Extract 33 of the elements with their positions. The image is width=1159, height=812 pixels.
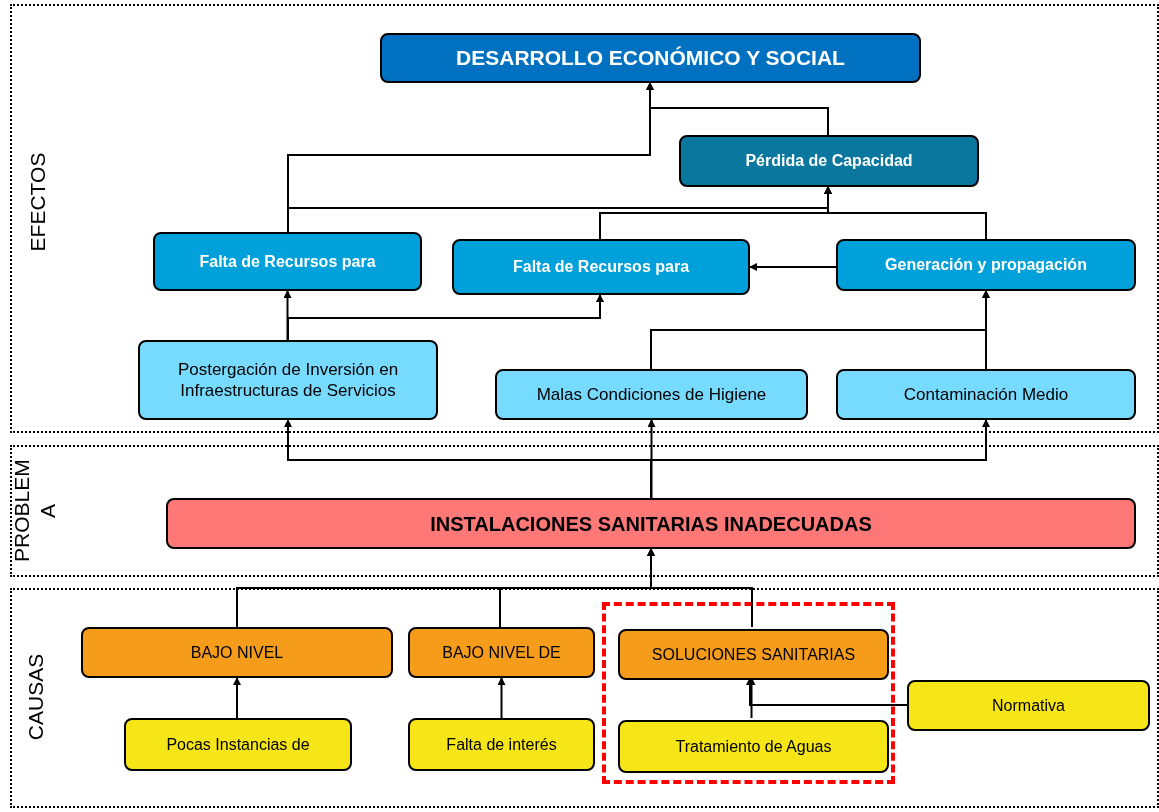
section-band bbox=[10, 445, 1159, 577]
dashed-highlight-frame bbox=[602, 602, 895, 784]
arrow bbox=[233, 677, 241, 719]
section-label: EFECTOS bbox=[24, 151, 50, 254]
section-band bbox=[10, 4, 1159, 433]
section-band bbox=[10, 588, 1159, 808]
effect-box: Pérdida de Capacidad bbox=[679, 135, 979, 187]
sub-cause-box: Falta de interés bbox=[408, 718, 595, 771]
sub-cause-box: Normativa bbox=[907, 680, 1150, 731]
arrow bbox=[646, 82, 829, 136]
effect-box: Postergación de Inversión en Infraestructuras de Servicios bbox=[138, 340, 438, 420]
effect-box: Falta de Recursos para bbox=[153, 232, 422, 291]
cause-box: SOLUCIONES SANITARIAS bbox=[618, 629, 889, 680]
sub-cause-box: Pocas Instancias de bbox=[124, 718, 352, 771]
arrow bbox=[749, 263, 837, 271]
sub-cause-box: Tratamiento de Aguas bbox=[618, 720, 889, 773]
section-label: CAUSAS bbox=[22, 652, 48, 743]
effect-box: Generación y propagación bbox=[836, 239, 1136, 291]
arrow bbox=[824, 186, 987, 240]
section-label: PROBLEM A bbox=[8, 460, 60, 562]
arrow bbox=[647, 548, 753, 628]
arrow bbox=[746, 677, 908, 706]
arrow bbox=[287, 294, 604, 341]
cause-box: BAJO NIVEL DE bbox=[408, 627, 595, 678]
effect-box: Falta de Recursos para bbox=[452, 239, 750, 295]
problem-box: INSTALACIONES SANITARIAS INADECUADAS bbox=[166, 498, 1136, 549]
arrow bbox=[497, 677, 506, 719]
effect-box: Contaminación Medio bbox=[836, 369, 1136, 420]
arrow bbox=[647, 419, 656, 499]
cause-box: BAJO NIVEL bbox=[81, 627, 393, 678]
arrow bbox=[982, 290, 990, 370]
goal-box: DESARROLLO ECONÓMICO Y SOCIAL bbox=[380, 33, 921, 83]
effect-box: Malas Condiciones de Higiene bbox=[495, 369, 808, 420]
